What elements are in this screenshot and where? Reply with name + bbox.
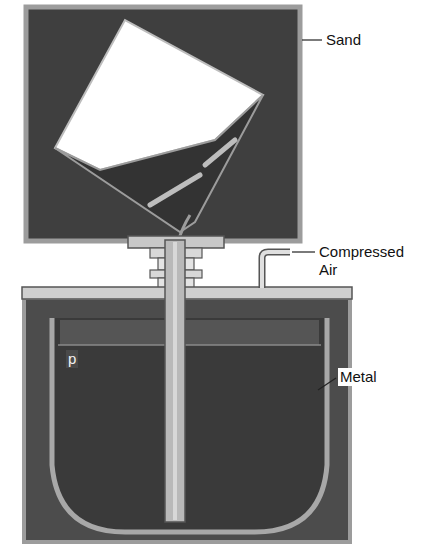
pressure-chamber xyxy=(24,298,350,542)
air-pipe xyxy=(262,252,290,288)
leader-line xyxy=(292,251,315,252)
riser-tube-bore xyxy=(173,242,177,520)
leader-line xyxy=(318,378,336,390)
chamber-lid xyxy=(22,287,352,299)
part-label: Sand xyxy=(324,31,363,49)
filled-cavity xyxy=(55,95,263,232)
leader-line xyxy=(302,39,322,40)
cavity-runner xyxy=(150,140,235,205)
part-label: Compressed Air xyxy=(317,243,413,279)
metal-level xyxy=(58,344,321,346)
part-label: Metal xyxy=(338,368,379,386)
pressure-symbol: p xyxy=(66,350,78,368)
crucible xyxy=(52,318,327,532)
crucible-headspace xyxy=(60,320,319,345)
riser-tube xyxy=(165,240,185,522)
sand-flask xyxy=(26,7,300,241)
air-pipe xyxy=(262,252,290,288)
